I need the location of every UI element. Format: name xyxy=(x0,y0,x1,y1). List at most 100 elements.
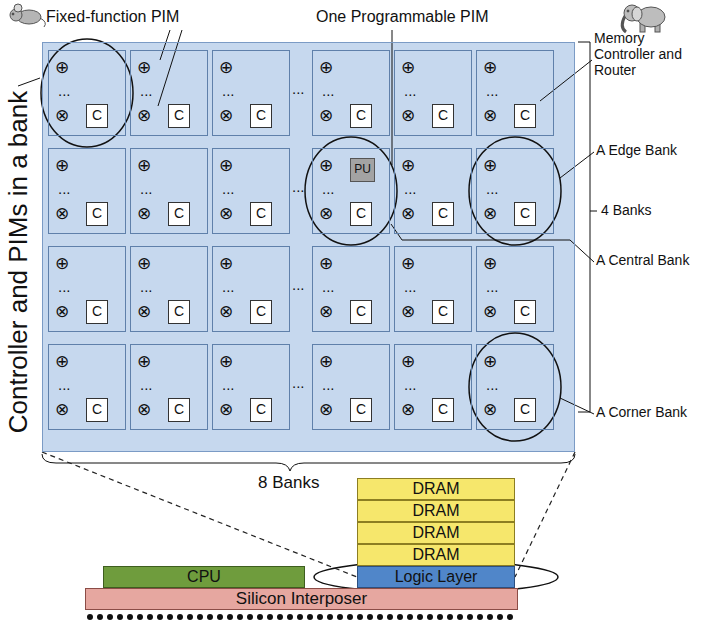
node-label: C xyxy=(256,304,266,319)
bank-box: ⊕...⊗C xyxy=(476,344,554,430)
dashed-connector xyxy=(515,452,575,577)
controller-box: C xyxy=(350,202,372,226)
ellipsis-mark: ... xyxy=(319,275,389,299)
node-label: C xyxy=(438,108,448,123)
ellipsis-mark: ... xyxy=(55,177,125,201)
brace xyxy=(42,454,575,471)
ellipsis-mark: ... xyxy=(219,177,289,201)
ellipsis-mark: ... xyxy=(319,373,389,397)
controller-box: C xyxy=(350,300,372,324)
bank-circle xyxy=(469,137,561,245)
node-label: C xyxy=(438,402,448,417)
node-label: DRAM xyxy=(412,502,459,520)
node-label: C xyxy=(356,402,366,417)
rotated-heading: Controller and PIMs in a bank xyxy=(2,72,34,452)
controller-box: C xyxy=(250,202,272,226)
node-label: DRAM xyxy=(412,480,459,498)
bank-box: ⊕...⊗C xyxy=(312,50,390,136)
dram-layer: DRAM xyxy=(357,478,515,500)
controller-box: C xyxy=(250,300,272,324)
bank-box: ⊕...⊗C xyxy=(212,148,290,234)
controller-box: C xyxy=(250,398,272,422)
bank-box: ⊕...⊗C xyxy=(476,246,554,332)
node-label: Silicon Interposer xyxy=(236,590,367,609)
bank-box: ⊕...⊗C xyxy=(312,246,390,332)
node-label: C xyxy=(256,402,266,417)
controller-box: C xyxy=(168,202,190,226)
controller-box: C xyxy=(432,202,454,226)
operator-symbol: ⊕ xyxy=(55,153,125,177)
ellipsis-mark: ... xyxy=(292,80,312,97)
bank-circle xyxy=(305,137,397,245)
operator-symbol: ⊕ xyxy=(483,55,553,79)
controller-box: C xyxy=(514,104,536,128)
node-label: C xyxy=(174,402,184,417)
controller-box: C xyxy=(168,104,190,128)
operator-symbol: ⊕ xyxy=(137,251,207,275)
node-label: C xyxy=(256,108,266,123)
controller-box: C xyxy=(514,300,536,324)
bank-box: ⊕...⊗C xyxy=(394,246,472,332)
node-label: C xyxy=(92,206,102,221)
elephant-icon xyxy=(622,5,665,32)
dram-layer: DRAM xyxy=(357,544,515,566)
ellipsis-mark: ... xyxy=(55,79,125,103)
operator-symbol: ⊕ xyxy=(483,153,553,177)
ellipsis-mark: ... xyxy=(55,275,125,299)
leader-line xyxy=(392,30,393,165)
operator-symbol: ⊕ xyxy=(401,153,471,177)
ellipsis-mark: ... xyxy=(137,177,207,201)
operator-symbol: ⊕ xyxy=(219,349,289,373)
solder-bumps xyxy=(90,614,516,620)
bank-box: ⊕...⊗C xyxy=(130,148,208,234)
node-label: C xyxy=(174,304,184,319)
operator-symbol: ⊕ xyxy=(401,349,471,373)
bracket xyxy=(578,42,597,412)
bank-box: ⊕...⊗C xyxy=(394,148,472,234)
callout-label: Memory Controller and Router xyxy=(594,30,706,78)
bank-box: ⊕...⊗C xyxy=(394,50,472,136)
mouse-icon xyxy=(10,4,45,27)
node-label: C xyxy=(356,304,366,319)
node-label: C xyxy=(92,108,102,123)
ellipsis-mark: ... xyxy=(292,178,312,195)
operator-symbol: ⊕ xyxy=(137,55,207,79)
operator-symbol: ⊕ xyxy=(219,55,289,79)
node-label: C xyxy=(520,108,530,123)
leader-line xyxy=(540,60,592,101)
callout-label: A Corner Bank xyxy=(596,404,706,420)
bank-box: ⊕...⊗C xyxy=(312,344,390,430)
silicon-interposer: Silicon Interposer xyxy=(85,588,518,610)
bank-box: ⊕...⊗C xyxy=(48,148,126,234)
memory-die-panel: Controller and PIMs in a bank⊕...⊗C⊕...⊗… xyxy=(42,42,575,452)
node-label: C xyxy=(520,304,530,319)
mouse-ear xyxy=(14,4,22,12)
ellipsis-mark: ... xyxy=(401,79,471,103)
operator-symbol: ⊕ xyxy=(483,251,553,275)
operator-symbol: ⊕ xyxy=(401,55,471,79)
bank-box: ⊕...⊗C xyxy=(212,50,290,136)
bank-box: ⊕...⊗C xyxy=(48,246,126,332)
controller-box: C xyxy=(86,300,108,324)
ellipsis-mark: ... xyxy=(219,275,289,299)
ellipsis-mark: ... xyxy=(319,79,389,103)
ellipsis-mark: ... xyxy=(219,79,289,103)
leader-lines xyxy=(18,30,597,471)
bank-circle xyxy=(469,333,561,441)
node-label: C xyxy=(356,108,366,123)
dram-layer: DRAM xyxy=(357,500,515,522)
dashed-connector xyxy=(42,452,357,577)
ellipsis-mark: ... xyxy=(137,373,207,397)
ellipsis-mark: ... xyxy=(55,373,125,397)
node-label: CPU xyxy=(187,568,221,586)
leader-line xyxy=(160,30,170,60)
operator-symbol: ⊕ xyxy=(55,55,125,79)
ellipsis-mark: ... xyxy=(401,275,471,299)
bank-box: ⊕...⊗C xyxy=(476,50,554,136)
controller-box: C xyxy=(86,202,108,226)
controller-box: C xyxy=(250,104,272,128)
controller-box: C xyxy=(432,300,454,324)
operator-symbol: ⊕ xyxy=(319,349,389,373)
node-label: C xyxy=(92,304,102,319)
